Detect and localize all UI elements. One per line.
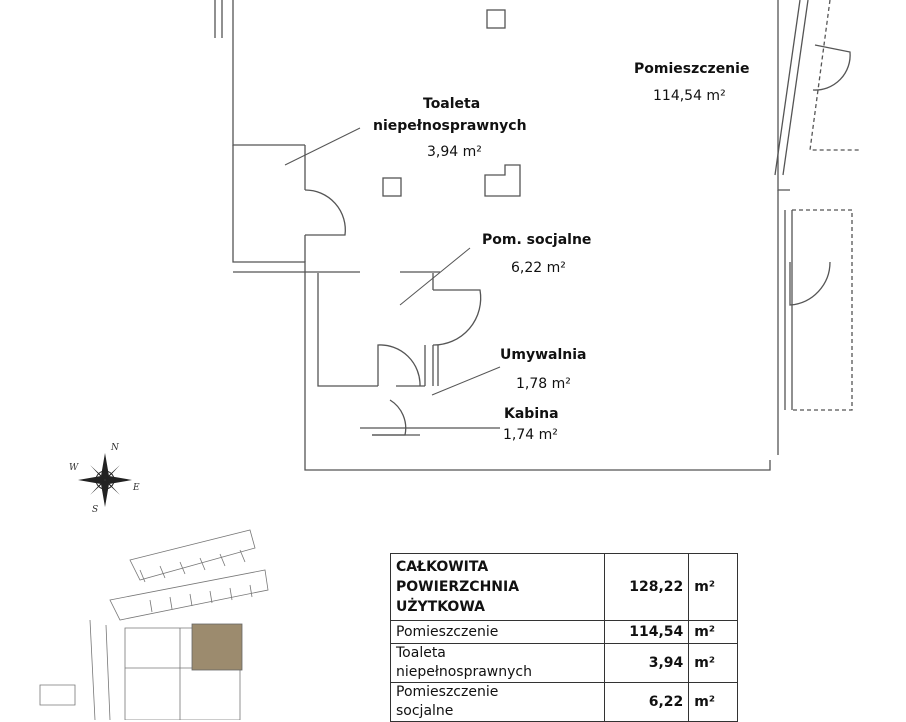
door-toilet bbox=[304, 189, 346, 236]
summary-row-value: 3,94 bbox=[603, 643, 690, 683]
summary-row: Pomieszczenie 114,54 m² bbox=[390, 620, 738, 644]
door-kabina bbox=[372, 399, 407, 436]
pillar-2 bbox=[382, 177, 402, 197]
summary-total-row: CAŁKOWITA POWIERZCHNIA UŻYTKOWA 128,22 m… bbox=[390, 553, 738, 621]
room-area-umywalnia: 1,78 m² bbox=[516, 376, 571, 392]
room-label-kabina: Kabina bbox=[504, 406, 559, 422]
summary-row-value: 6,22 bbox=[603, 682, 690, 722]
wall-left-lower bbox=[232, 145, 306, 273]
room-area-pomieszczenie: 114,54 m² bbox=[653, 88, 726, 104]
summary-row-unit: m² bbox=[688, 643, 738, 683]
area-summary-table: CAŁKOWITA POWIERZCHNIA UŻYTKOWA 128,22 m… bbox=[390, 553, 738, 722]
wall-outer bbox=[232, 0, 305, 146]
door-umywalnia bbox=[377, 344, 421, 387]
window-top-right bbox=[774, 0, 809, 176]
summary-total-value: 128,22 bbox=[603, 553, 690, 621]
summary-total-unit: m² bbox=[688, 553, 738, 621]
summary-total-label: CAŁKOWITA POWIERZCHNIA UŻYTKOWA bbox=[390, 553, 605, 621]
room-label-toaleta-1: Toaleta bbox=[423, 96, 481, 112]
compass-e: E bbox=[133, 483, 140, 493]
highlighted-unit bbox=[191, 623, 243, 671]
room-area-socjalne: 6,22 m² bbox=[511, 260, 566, 276]
wall-social-left bbox=[317, 280, 378, 387]
wall-right bbox=[777, 0, 790, 191]
summary-row-name: Pomieszczenie bbox=[390, 620, 605, 644]
compass-n: N bbox=[111, 443, 119, 453]
summary-row-value: 114,54 bbox=[603, 620, 690, 644]
compass-w: W bbox=[69, 463, 79, 473]
room-area-toaleta: 3,94 m² bbox=[427, 144, 482, 160]
room-label-socjalne: Pom. socjalne bbox=[482, 232, 592, 248]
summary-row-name: Pomieszczenie socjalne bbox=[390, 682, 605, 722]
room-area-kabina: 1,74 m² bbox=[503, 427, 558, 443]
room-label-umywalnia: Umywalnia bbox=[500, 347, 587, 363]
summary-row-unit: m² bbox=[688, 682, 738, 722]
room-label-pomieszczenie: Pomieszczenie bbox=[634, 61, 750, 77]
summary-row: Pomieszczenie socjalne 6,22 m² bbox=[390, 682, 738, 722]
compass-s: S bbox=[92, 505, 99, 515]
room-label-toaleta-2: niepełnosprawnych bbox=[373, 118, 527, 134]
door-entrance bbox=[789, 261, 831, 306]
door-social bbox=[432, 289, 482, 346]
pillar-1 bbox=[486, 9, 506, 29]
summary-row-unit: m² bbox=[688, 620, 738, 644]
pillar-3 bbox=[484, 164, 521, 197]
window-right bbox=[784, 210, 793, 410]
wall-outer-2 bbox=[304, 272, 771, 471]
summary-row: Toaleta niepełnosprawnych 3,94 m² bbox=[390, 643, 738, 683]
summary-row-name: Toaleta niepełnosprawnych bbox=[390, 643, 605, 683]
compass-rose bbox=[78, 453, 132, 507]
